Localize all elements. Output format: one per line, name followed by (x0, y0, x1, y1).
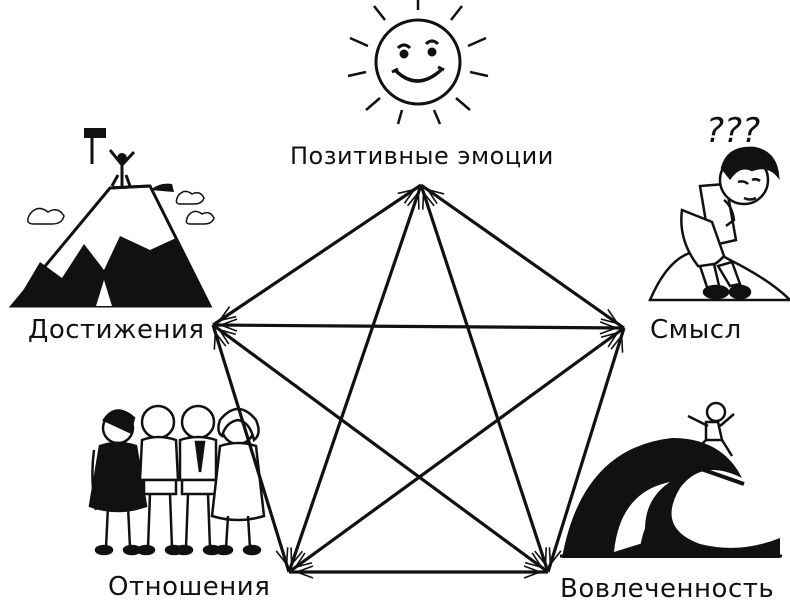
arrowhead-meaning-relationships-start (600, 331, 620, 348)
arrowhead-achievement-meaning-end (599, 321, 619, 335)
arrowhead-positive-meaning-start (425, 188, 445, 205)
edge-achievement-relationships (211, 324, 291, 573)
edge-positive-relationships (287, 184, 423, 573)
edge-meaning-relationships (288, 326, 625, 574)
label-achievement: Достижения (28, 315, 205, 345)
label-engagement: Вовлеченность (560, 574, 775, 604)
label-relationships: Отношения (108, 572, 271, 602)
arrowhead-achievement-meaning-start (218, 318, 238, 332)
sun-icon (347, 0, 489, 125)
arrowhead-positive-achievement-end (217, 306, 237, 322)
label-meaning: Смысл (650, 315, 742, 345)
arrowhead-positive-engagement-end (534, 547, 548, 567)
group-of-friends-icon (88, 404, 266, 556)
arrowhead-achievement-engagement-end (524, 552, 544, 569)
surfer-wave-icon (560, 401, 782, 558)
edge-positive-engagement (419, 184, 550, 573)
arrowhead-positive-meaning-end (600, 308, 620, 325)
edge-positive-achievement (212, 183, 422, 327)
edge-positive-meaning (420, 183, 625, 330)
arrowhead-achievement-relationships-start (213, 330, 227, 350)
arrowhead-positive-achievement-start (397, 188, 417, 204)
arrowhead-relationships-engagement-start (294, 565, 314, 579)
arrowhead-meaning-engagement-start (610, 333, 624, 353)
arrowhead-positive-relationships-end (290, 547, 304, 567)
arrowhead-positive-engagement-start (421, 190, 435, 210)
thinking-man-icon (648, 146, 790, 302)
arrowhead-meaning-relationships-end (293, 552, 313, 569)
edge-meaning-engagement (546, 327, 626, 573)
arrowhead-positive-relationships-start (406, 190, 420, 210)
label-positive-emotions: Позитивные эмоции (290, 142, 554, 170)
arrowhead-achievement-relationships-end (275, 547, 289, 567)
mountain-climber-icon (8, 128, 215, 308)
diagram-edges (211, 183, 626, 579)
edge-achievement-meaning (212, 323, 625, 330)
arrowhead-meaning-engagement-end (548, 547, 562, 567)
arrowhead-relationships-engagement-end (523, 565, 543, 579)
question-marks: ??? (706, 111, 760, 151)
arrowhead-achievement-engagement-start (217, 328, 237, 345)
edge-achievement-engagement (212, 323, 549, 574)
